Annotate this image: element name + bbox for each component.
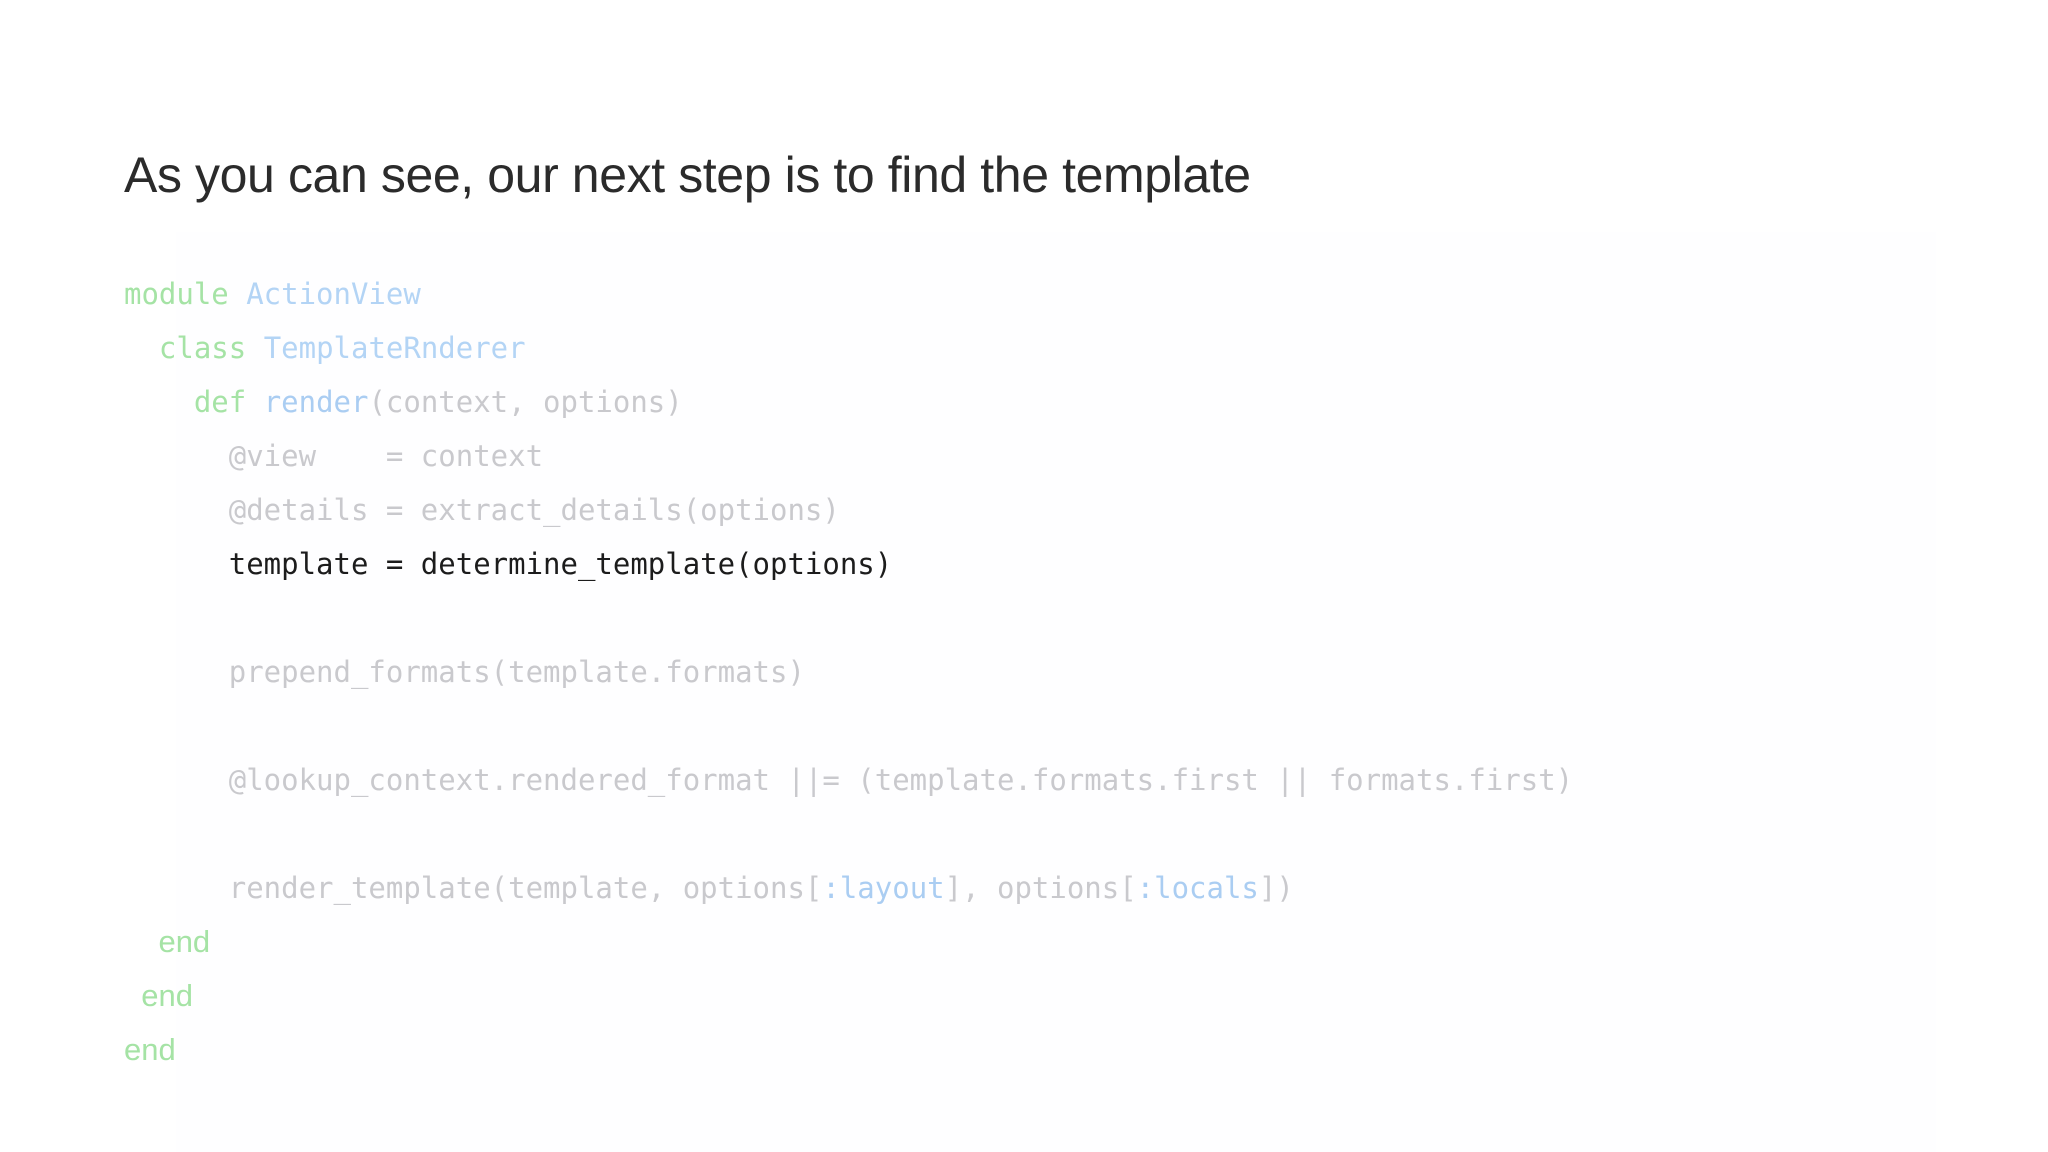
code-token: @lookup_context.rendered_format ||= (tem… [124, 763, 1574, 797]
code-block: module ActionView class TemplateRnderer … [124, 267, 1573, 1077]
code-line: prepend_formats(template.formats) [124, 645, 1573, 699]
code-line: @lookup_context.rendered_format ||= (tem… [124, 753, 1573, 807]
code-line: end [124, 915, 1573, 969]
code-line: def render(context, options) [124, 375, 1573, 429]
code-line: template = determine_template(options) [124, 537, 1573, 591]
code-line [124, 699, 1573, 753]
code-line: render_template(template, options[:layou… [124, 861, 1573, 915]
code-token: class [124, 331, 264, 365]
code-token: template = determine_template(options) [124, 547, 893, 581]
page-title: As you can see, our next step is to find… [124, 146, 1251, 203]
code-line: end [124, 1023, 1573, 1077]
code-token: prepend_formats(template.formats) [124, 655, 805, 689]
code-token: :layout [822, 871, 945, 905]
code-token: :locals [1136, 871, 1259, 905]
code-line: module ActionView [124, 267, 1573, 321]
code-token: ], options[ [944, 871, 1137, 905]
code-token: render [263, 385, 369, 419]
code-line: end [124, 969, 1573, 1023]
code-token: render_template(template, options[ [124, 871, 823, 905]
code-token: module [124, 277, 247, 311]
code-token: TemplateRnderer [263, 331, 526, 365]
code-token: def [124, 385, 264, 419]
code-token: @view = context [124, 439, 544, 473]
code-token: ActionView [246, 277, 421, 311]
code-token: @details = extract_details(options) [124, 493, 840, 527]
code-token: end [124, 924, 211, 959]
code-line: @view = context [124, 429, 1573, 483]
code-line [124, 591, 1573, 645]
code-token: end [124, 978, 193, 1013]
code-token: end [124, 1032, 176, 1067]
code-token: ]) [1258, 871, 1294, 905]
code-line: @details = extract_details(options) [124, 483, 1573, 537]
code-line [124, 807, 1573, 861]
code-token: (context, options) [368, 385, 683, 419]
code-line: class TemplateRnderer [124, 321, 1573, 375]
